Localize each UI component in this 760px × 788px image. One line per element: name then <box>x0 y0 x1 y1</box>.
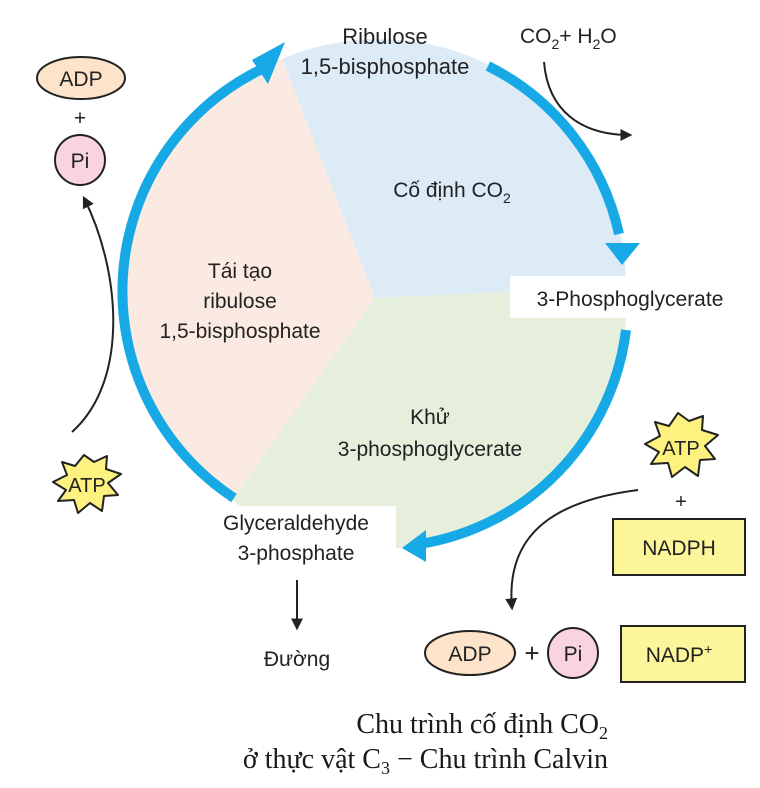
sugar-label: Đường <box>264 648 330 671</box>
co2-water-label: CO2+ H2O <box>520 25 617 52</box>
plus-bottom: + <box>524 638 539 668</box>
reduction-sector <box>232 286 627 549</box>
caption-line1-text: Chu trình cố định CO <box>356 709 599 740</box>
fixation-label-text: Cố định CO <box>393 179 503 202</box>
cycle-arrow-fixation <box>485 61 624 236</box>
reduction-label-line1: Khử <box>410 406 450 429</box>
adp-oval-right <box>424 630 516 676</box>
nadph-box <box>612 518 746 576</box>
atp-label-right: ATP <box>662 438 699 460</box>
cycle-arrowhead-regeneration <box>252 42 285 84</box>
caption-line2-suffix: − Chu trình Calvin <box>390 744 608 775</box>
caption-line1-subscript: 2 <box>599 723 608 743</box>
regeneration-label-line1: Tái tạo <box>208 260 272 283</box>
cycle-arrowhead-reduction <box>402 530 426 562</box>
pi-circle-right <box>547 627 599 679</box>
regeneration-label-line3: 1,5-bisphosphate <box>159 320 320 343</box>
atp-to-adp-arrow <box>71 195 115 433</box>
energy-to-adp-arrow <box>505 489 639 611</box>
nadp-label: NADP+ <box>646 641 713 667</box>
regeneration-label-line2: ribulose <box>203 290 277 313</box>
plus-right: + <box>675 491 687 513</box>
adp-label-right: ADP <box>448 643 491 666</box>
cycle-arrow-regeneration <box>117 65 263 503</box>
fixation-label: Cố định CO2 <box>393 179 511 206</box>
reduction-label-line2: 3-phosphoglycerate <box>338 438 522 461</box>
g3p-label-bg <box>196 506 396 570</box>
nadp-superscript: + <box>704 641 712 657</box>
nadph-label: NADPH <box>642 537 716 560</box>
g3p-label-line1: Glyceraldehyde <box>223 512 369 535</box>
adp-label-left: ADP <box>59 68 102 91</box>
nadp-text: NADP <box>646 644 704 667</box>
regeneration-sector <box>117 59 375 500</box>
caption-line2: ở thực vật C3 − Chu trình Calvin <box>243 744 608 778</box>
pga-label: 3-Phosphoglycerate <box>537 288 724 311</box>
pi-circle-left <box>54 134 106 186</box>
h2o-subscript: 2 <box>593 36 601 52</box>
pi-label-right: Pi <box>564 643 583 666</box>
atp-label-left: ATP <box>68 475 105 497</box>
h2o-text: + H <box>559 25 592 48</box>
co2-input-arrow <box>543 61 633 141</box>
h2o-o-text: O <box>600 25 616 48</box>
cycle-arrow-reduction <box>419 329 631 549</box>
pga-label-bg <box>510 276 750 318</box>
nadp-box <box>620 625 746 683</box>
co2-subscript: 2 <box>552 36 560 52</box>
co2-text: CO <box>520 25 552 48</box>
atp-burst-left <box>52 454 122 514</box>
cycle-arrowhead-fixation <box>605 243 640 265</box>
caption-line2-text: ở thực vật C <box>243 744 381 775</box>
rubp-label-line2: 1,5-bisphosphate <box>301 54 470 79</box>
atp-burst-right <box>644 412 719 478</box>
fixation-label-subscript: 2 <box>503 190 511 206</box>
caption-line2-subscript: 3 <box>381 758 390 778</box>
rubp-label-line1: Ribulose <box>342 24 428 49</box>
g3p-label-line2: 3-phosphate <box>238 542 355 565</box>
caption-line1: Chu trình cố định CO2 <box>356 709 608 743</box>
adp-oval-left <box>36 56 126 100</box>
pi-label-left: Pi <box>71 150 90 173</box>
plus-left: + <box>74 107 86 130</box>
